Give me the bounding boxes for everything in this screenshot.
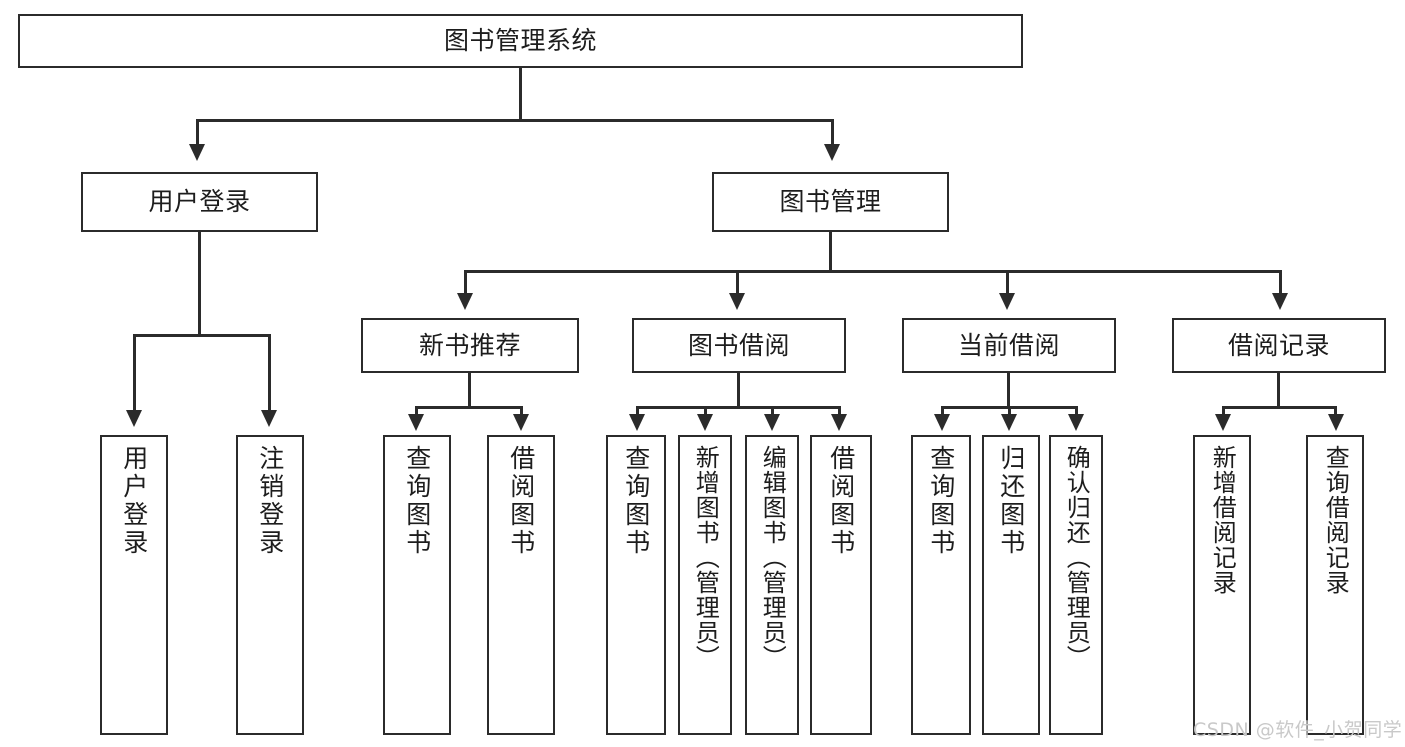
connector-bb-drop-1 [636,406,639,415]
arrow-to-new-book-recommend [457,293,473,310]
node-label: 用户登录 [119,445,149,557]
connector-bm-drop-3 [1006,270,1009,295]
node-label: 新增借阅记录 [1208,445,1237,595]
node-label: 图书借阅 [687,330,790,360]
connector-book-management-bus [464,270,1282,273]
arrow-to-borrow-record [1272,293,1288,310]
connector-bb-drop-2 [704,406,707,415]
leaf-cb-confirm-return-admin[interactable]: 确认归还（管理员） [1049,435,1103,735]
node-label: 归还图书 [996,445,1026,557]
connector-user-login-drop-1 [133,334,136,412]
node-new-book-recommend[interactable]: 新书推荐 [361,318,579,373]
connector-root-stem [519,68,522,120]
node-borrow-record[interactable]: 借阅记录 [1172,318,1386,373]
leaf-br-query-record[interactable]: 查询借阅记录 [1306,435,1364,735]
connector-bb-bus [636,406,841,409]
arrow-to-leaf-cb-3 [1068,414,1084,431]
connector-br-bus [1222,406,1337,409]
node-label: 借阅图书 [506,445,536,557]
node-label: 图书管理 [779,187,882,216]
connector-book-management-stem [829,232,832,272]
connector-user-login-stem [198,232,201,335]
node-label: 注销登录 [255,445,285,557]
node-label: 当前借阅 [957,330,1060,360]
connector-cb-stem [1007,373,1010,409]
arrow-to-book-borrow [729,293,745,310]
connector-bm-drop-2 [736,270,739,295]
connector-nbr-drop-2 [520,406,523,415]
node-book-borrow[interactable]: 图书借阅 [632,318,846,373]
arrow-to-leaf-bb-1 [629,414,645,431]
connector-user-login-bus [133,334,271,337]
leaf-bb-query-book[interactable]: 查询图书 [606,435,666,735]
connector-root-bus [196,119,834,122]
connector-br-drop-1 [1222,406,1225,415]
connector-cb-drop-3 [1075,406,1078,415]
node-root-book-management-system[interactable]: 图书管理系统 [18,14,1023,68]
connector-root-drop-right [831,119,834,146]
arrow-to-leaf-bb-4 [831,414,847,431]
arrow-to-leaf-nbr-1 [408,414,424,431]
leaf-bb-add-book-admin[interactable]: 新增图书（管理员） [678,435,732,735]
connector-nbr-bus [415,406,523,409]
connector-cb-drop-2 [1008,406,1011,415]
leaf-logout[interactable]: 注销登录 [236,435,304,735]
node-user-login[interactable]: 用户登录 [81,172,318,232]
node-label: 借阅记录 [1227,330,1330,360]
node-label: 图书管理系统 [443,26,597,55]
leaf-bb-edit-book-admin[interactable]: 编辑图书（管理员） [745,435,799,735]
arrow-to-leaf-cb-2 [1001,414,1017,431]
node-label: 查询借阅记录 [1321,445,1350,595]
leaf-br-add-record[interactable]: 新增借阅记录 [1193,435,1251,735]
node-label: 查询图书 [621,445,651,557]
node-label: 查询图书 [926,445,956,557]
arrow-to-user-login [189,144,205,161]
arrow-to-book-management [824,144,840,161]
watermark-text: CSDN @软件_小贺同学 [1193,719,1403,741]
connector-br-drop-2 [1334,406,1337,415]
leaf-cb-return-book[interactable]: 归还图书 [982,435,1040,735]
arrow-to-leaf-nbr-2 [513,414,529,431]
connector-bb-drop-3 [771,406,774,415]
leaf-nbr-query-book[interactable]: 查询图书 [383,435,451,735]
node-label: 确认归还（管理员） [1062,445,1091,670]
connector-root-drop-left [196,119,199,146]
node-label: 用户登录 [148,187,251,216]
node-label: 借阅图书 [826,445,856,557]
node-label: 新增图书（管理员） [691,445,720,670]
arrow-to-leaf-user-login [126,410,142,427]
leaf-bb-borrow-book[interactable]: 借阅图书 [810,435,872,735]
connector-bm-drop-1 [464,270,467,295]
node-label: 查询图书 [402,445,432,557]
connector-nbr-stem [468,373,471,409]
connector-nbr-drop-1 [415,406,418,415]
leaf-user-login[interactable]: 用户登录 [100,435,168,735]
arrow-to-leaf-cb-1 [934,414,950,431]
node-label: 编辑图书（管理员） [758,445,787,670]
arrow-to-leaf-bb-3 [764,414,780,431]
connector-cb-drop-1 [941,406,944,415]
connector-bb-drop-4 [838,406,841,415]
connector-bb-stem [737,373,740,409]
arrow-to-leaf-logout [261,410,277,427]
connector-bm-drop-4 [1279,270,1282,295]
node-label: 新书推荐 [418,330,521,360]
connector-br-stem [1277,373,1280,409]
arrow-to-leaf-br-2 [1328,414,1344,431]
leaf-nbr-borrow-book[interactable]: 借阅图书 [487,435,555,735]
arrow-to-leaf-br-1 [1215,414,1231,431]
arrow-to-current-borrow [999,293,1015,310]
node-book-management[interactable]: 图书管理 [712,172,949,232]
arrow-to-leaf-bb-2 [697,414,713,431]
connector-user-login-drop-2 [268,334,271,412]
node-current-borrow[interactable]: 当前借阅 [902,318,1116,373]
leaf-cb-query-book[interactable]: 查询图书 [911,435,971,735]
